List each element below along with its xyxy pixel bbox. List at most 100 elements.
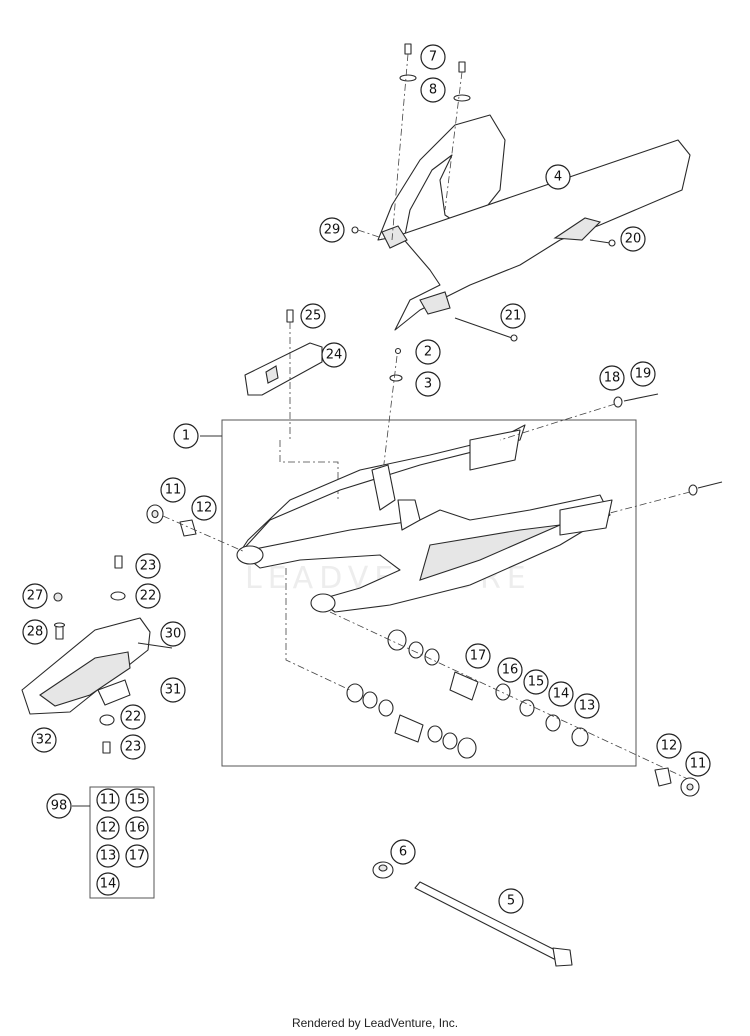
adjuster-bolt-part[interactable] [688, 481, 723, 496]
kit-98-item-16[interactable]: 16 [125, 816, 149, 840]
callout-31[interactable]: 31 [160, 677, 186, 703]
callout-circle [160, 677, 186, 703]
bolt-18-part[interactable] [613, 393, 659, 408]
screw-23-lower-part[interactable] [102, 741, 111, 754]
callout-number: 2 [424, 345, 432, 360]
screw-23-upper-part[interactable] [114, 555, 123, 569]
callout-number: 6 [399, 845, 407, 860]
callout-2[interactable]: 2 [415, 339, 441, 365]
callout-number: 17 [470, 649, 487, 664]
callout-22[interactable]: 22 [120, 704, 146, 730]
callout-20[interactable]: 20 [620, 226, 646, 252]
callout-number: 12 [661, 739, 678, 754]
callout-number: 98 [51, 799, 68, 814]
bushing-12-left-part[interactable] [179, 519, 197, 537]
callout-number: 7 [429, 50, 437, 65]
sleeve-28-part[interactable] [53, 622, 66, 640]
callout-8[interactable]: 8 [420, 77, 446, 103]
callout-circle [160, 477, 186, 503]
kit-98-item-14[interactable]: 14 [96, 872, 120, 896]
callout-circle [420, 77, 446, 103]
callout-13[interactable]: 13 [574, 693, 600, 719]
callout-29[interactable]: 29 [319, 217, 345, 243]
callout-11[interactable]: 11 [685, 751, 711, 777]
chain-slider-24-part[interactable] [244, 309, 323, 396]
dashed-line-2 [381, 355, 398, 481]
dashed-line-7 [391, 53, 409, 241]
callout-number: 1 [182, 429, 190, 444]
screw-2-part[interactable] [389, 347, 403, 382]
callout-14[interactable]: 14 [548, 681, 574, 707]
kit-item-number: 11 [100, 793, 117, 808]
callout-19[interactable]: 19 [630, 361, 656, 387]
kit-98-item-15[interactable]: 15 [125, 788, 149, 812]
callout-12[interactable]: 12 [191, 495, 217, 521]
kit-item-number: 16 [129, 821, 146, 836]
callout-circle [120, 704, 146, 730]
callout-5[interactable]: 5 [498, 888, 524, 914]
callout-27[interactable]: 27 [22, 583, 48, 609]
washer-11-right-part[interactable] [680, 777, 700, 797]
callout-circle [685, 751, 711, 777]
swingarm-part[interactable] [236, 424, 613, 613]
callout-6[interactable]: 6 [390, 839, 416, 865]
callout-11[interactable]: 11 [160, 477, 186, 503]
callout-3[interactable]: 3 [415, 371, 441, 397]
callout-16[interactable]: 16 [497, 657, 523, 683]
chain-guide-32-part[interactable] [21, 617, 151, 715]
callout-22[interactable]: 22 [135, 583, 161, 609]
chain-guard-part[interactable] [377, 114, 691, 331]
footer-credit: Rendered by LeadVenture, Inc. [291, 1016, 459, 1030]
callout-23[interactable]: 23 [120, 734, 146, 760]
callout-17[interactable]: 17 [465, 643, 491, 669]
callout-30[interactable]: 30 [160, 621, 186, 647]
callout-circle [500, 303, 526, 329]
callout-number: 31 [165, 683, 182, 698]
callout-18[interactable]: 18 [599, 365, 625, 391]
callout-circle [498, 888, 524, 914]
kit-98-item-17[interactable]: 17 [125, 844, 149, 868]
bushing-12-right-part[interactable] [654, 767, 672, 787]
callout-1[interactable]: 1 [173, 423, 199, 449]
callout-25[interactable]: 25 [300, 303, 326, 329]
callout-number: 28 [27, 625, 44, 640]
callout-number: 22 [125, 710, 142, 725]
callout-circle [31, 727, 57, 753]
callout-circle [300, 303, 326, 329]
washer-11-left-part[interactable] [146, 504, 164, 524]
callout-circle [135, 553, 161, 579]
dashed-line-pivot-left [285, 568, 351, 691]
callout-circle [620, 226, 646, 252]
callout-number: 23 [125, 740, 142, 755]
screw-20-part[interactable] [589, 239, 616, 247]
callout-number: 14 [553, 687, 570, 702]
screw-30-part[interactable] [137, 642, 173, 649]
callout-98[interactable]: 98 [46, 793, 72, 819]
kit-98-item-11[interactable]: 11 [96, 788, 120, 812]
callout-15[interactable]: 15 [523, 669, 549, 695]
callout-number: 32 [36, 733, 53, 748]
bolt-7-part[interactable] [399, 43, 471, 102]
bolt-21-part[interactable] [454, 317, 518, 342]
screw-29-part[interactable] [351, 226, 359, 234]
nut-27-part[interactable] [53, 592, 63, 602]
nut-6-part[interactable] [372, 861, 394, 879]
callout-21[interactable]: 21 [500, 303, 526, 329]
kit-98-item-13[interactable]: 13 [96, 844, 120, 868]
callout-12[interactable]: 12 [656, 733, 682, 759]
kit-98-item-12[interactable]: 12 [96, 816, 120, 840]
kit-item-circle [96, 788, 120, 812]
callout-number: 15 [528, 675, 545, 690]
callout-7[interactable]: 7 [420, 44, 446, 70]
nut-22-lower-part[interactable] [99, 714, 115, 726]
nut-22-upper-part[interactable] [110, 591, 126, 601]
callout-circle [523, 669, 549, 695]
callout-24[interactable]: 24 [321, 342, 347, 368]
axle-5-part[interactable] [414, 881, 573, 967]
dashed-line-8 [444, 71, 463, 211]
callout-23[interactable]: 23 [135, 553, 161, 579]
callout-28[interactable]: 28 [22, 619, 48, 645]
callout-32[interactable]: 32 [31, 727, 57, 753]
callout-4[interactable]: 4 [545, 164, 571, 190]
bearing-stack-lower-part[interactable] [346, 683, 477, 759]
